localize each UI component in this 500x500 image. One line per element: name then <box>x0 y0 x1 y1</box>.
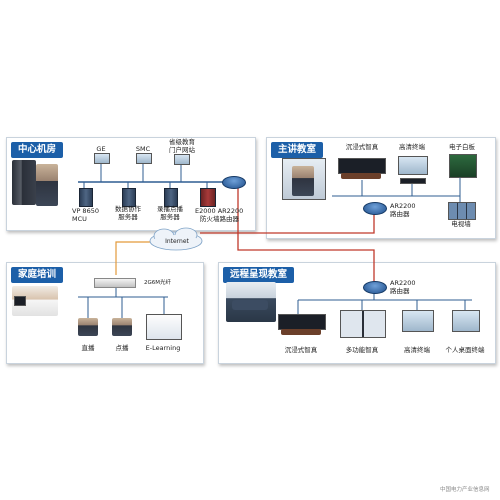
live-label: 直播 <box>81 344 95 352</box>
internet-cloud-icon <box>149 227 203 251</box>
lecture-router-icon <box>363 202 387 215</box>
data-server-label-line2: 服务器 <box>118 213 138 221</box>
remote-immersive-desk <box>281 329 321 335</box>
data-server-icon <box>122 188 136 207</box>
center-router-icon <box>222 176 246 189</box>
mcu-server-icon <box>79 188 93 207</box>
internet-label: Internet <box>165 238 189 245</box>
home-laptop-icon <box>14 296 26 306</box>
live-user-icon <box>78 318 98 336</box>
vod-server-icon <box>164 188 178 207</box>
remote-hd-terminal-label: 高清终端 <box>404 346 430 354</box>
panel-title-home-training: 家庭培训 <box>11 267 64 283</box>
remote-immersive-screens-icon <box>278 314 326 330</box>
lecturer-person-icon <box>292 166 314 196</box>
remote-immersive-label: 沉浸式智真 <box>284 346 318 354</box>
lecture-hd-terminal-label: 高清终端 <box>399 143 425 151</box>
remote-router-label-line2: 路由器 <box>390 287 410 295</box>
desktop-terminal-icon <box>452 310 480 332</box>
smc-label: SMC <box>135 145 151 153</box>
home-switch-icon <box>94 278 136 288</box>
vod-label: 点播 <box>115 344 129 352</box>
admin-person-icon <box>36 164 58 206</box>
lecture-immersive-label: 沉浸式智真 <box>345 143 379 151</box>
remote-router-label-line1: AR2200 <box>390 279 416 287</box>
home-switch-label: 2G6M光纤 <box>144 280 172 286</box>
tv-wall-label: 电视墙 <box>451 220 471 228</box>
panel-title-remote-room: 远程呈现教室 <box>223 267 295 283</box>
elearning-screen-icon <box>146 314 182 340</box>
lecture-hd-screen-icon <box>398 156 428 175</box>
portal-monitor-icon <box>174 154 190 165</box>
portal-label-line2: 门户网站 <box>169 146 195 154</box>
multi-telepresence-label: 多功能智真 <box>345 346 379 354</box>
panel-title-lecture-room: 主讲教室 <box>271 142 324 158</box>
portal-label-line1: 省级教育 <box>169 138 195 146</box>
lecture-hd-codec-icon <box>400 178 426 184</box>
lecture-immersive-desk <box>341 173 381 179</box>
firewall-label-line2: 防火墙路由器 <box>200 215 239 223</box>
vod-server-label-line2: 服务器 <box>160 213 180 221</box>
elearning-label: E-Learning <box>145 344 181 352</box>
mcu-label-line1: VP 8650 <box>72 207 99 215</box>
firewall-icon <box>200 188 216 207</box>
ge-monitor-icon <box>94 153 110 164</box>
vod-user-icon <box>112 318 132 336</box>
remote-students-icon <box>232 300 268 310</box>
remote-router-icon <box>363 281 387 294</box>
lecture-router-label-line1: AR2200 <box>390 202 416 210</box>
watermark: 中国电力产业信息网 <box>440 487 490 493</box>
tv-wall-icon <box>448 202 476 220</box>
panel-title-center-room: 中心机房 <box>11 142 64 158</box>
desktop-terminal-label: 个人桌面终端 <box>445 346 485 354</box>
ge-label: GE <box>96 145 106 153</box>
remote-hd-screen-icon <box>402 310 434 332</box>
lecture-immersive-screens-icon <box>338 158 386 174</box>
mcu-label-line2: MCU <box>72 215 87 223</box>
data-server-label-line1: 数据协作 <box>115 205 141 213</box>
lecture-router-label-line2: 路由器 <box>390 210 410 218</box>
whiteboard-icon <box>449 154 477 178</box>
smc-monitor-icon <box>136 153 152 164</box>
multi-telepresence-icon <box>340 310 386 338</box>
firewall-label-line1: E2000 AR2200 <box>195 207 244 215</box>
whiteboard-label: 电子白板 <box>449 143 475 151</box>
vod-server-label-line1: 录播点播 <box>157 205 183 213</box>
admin-photo <box>12 160 36 205</box>
